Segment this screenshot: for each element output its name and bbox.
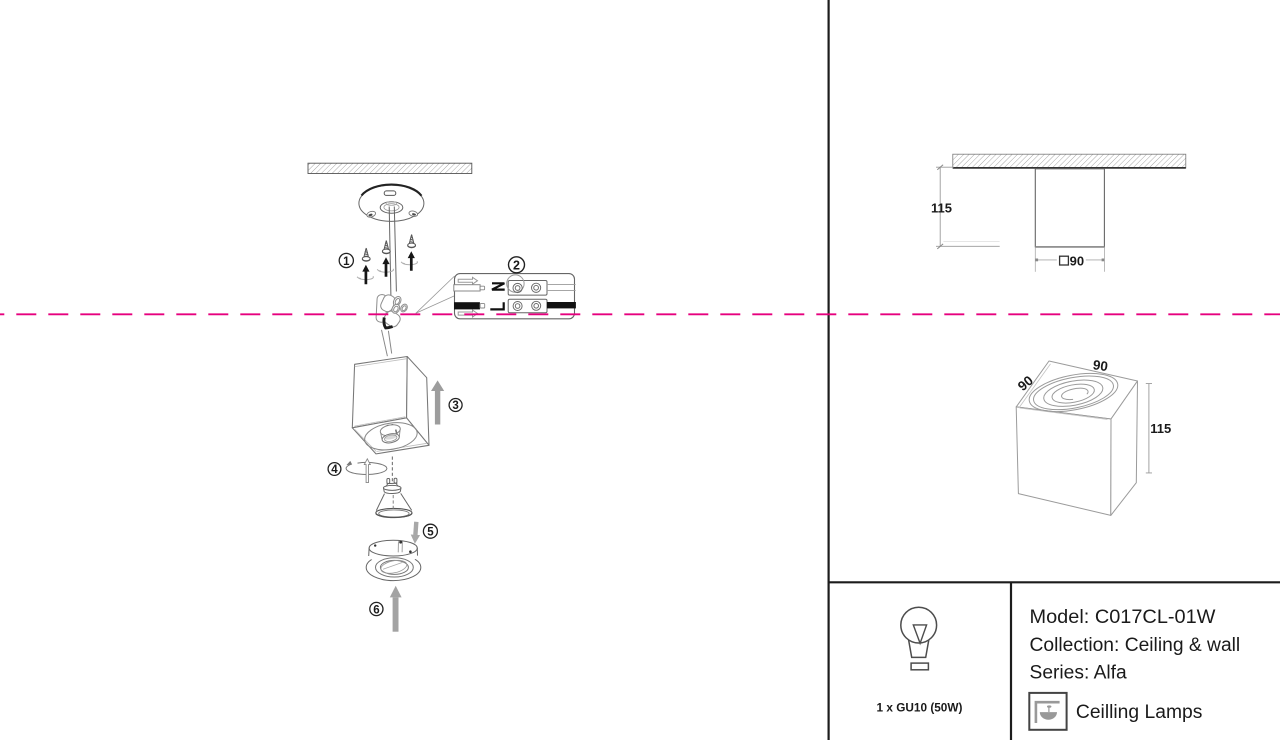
svg-text:4: 4 <box>331 464 338 476</box>
svg-text:90: 90 <box>1092 357 1109 374</box>
svg-text:Collection: Ceiling & wall: Collection: Ceiling & wall <box>1030 634 1241 656</box>
svg-text:115: 115 <box>931 201 952 216</box>
svg-text:Ceilling Lamps: Ceilling Lamps <box>1076 701 1203 723</box>
svg-text:Series: Alfa: Series: Alfa <box>1030 662 1127 684</box>
svg-text:3: 3 <box>452 400 458 412</box>
svg-text:Model: C017CL-01W: Model: C017CL-01W <box>1030 606 1217 628</box>
svg-text:115: 115 <box>1150 421 1171 436</box>
svg-text:6: 6 <box>373 604 379 616</box>
svg-text:90: 90 <box>1015 373 1036 394</box>
svg-text:1: 1 <box>343 256 350 268</box>
svg-text:90: 90 <box>1070 253 1084 268</box>
svg-text:2: 2 <box>513 258 520 272</box>
svg-text:1 x GU10 (50W): 1 x GU10 (50W) <box>877 701 963 715</box>
svg-text:5: 5 <box>427 527 434 539</box>
